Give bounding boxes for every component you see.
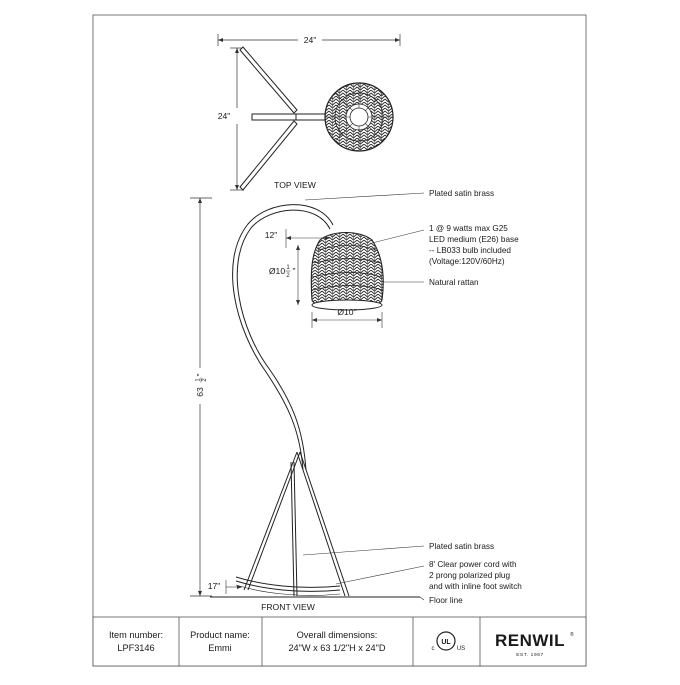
ul-mark-us: US — [457, 646, 465, 652]
brand-logo: RENWIL ® EST. 1967 — [495, 631, 574, 658]
top-view-width-dimension: 24" — [217, 34, 401, 46]
callout-cord-line-1: 8' Clear power cord with — [429, 560, 517, 569]
arm-dimension: 12" — [265, 229, 330, 248]
product-name-value: Emmi — [208, 643, 231, 653]
callout-cord-line-2: 2 prong polarized plug — [429, 571, 510, 580]
shade-height-unit: " — [292, 266, 295, 276]
top-view-depth-label: 24" — [218, 111, 231, 121]
callout-shade-material: Natural rattan — [429, 278, 479, 287]
callout-cord-line-3: and with inline foot switch — [429, 582, 522, 591]
item-number-value: LPF3146 — [117, 643, 154, 653]
shade-height-frac-den: 2 — [286, 273, 290, 279]
brand-registered: ® — [570, 631, 574, 638]
product-name-label: Product name: — [190, 630, 250, 640]
ul-mark-c: c — [432, 646, 435, 652]
front-view-height-dimension: 63 1 2 " — [190, 197, 212, 597]
top-view-depth-dimension: 24" — [218, 47, 244, 191]
lamp-arc-pole — [232, 204, 334, 471]
callout-floor-line: Floor line — [429, 596, 463, 605]
shade-height-dimension: Ø10 1 2 " — [269, 245, 300, 305]
brand-established: EST. 1967 — [516, 652, 544, 658]
height-dim-unit: " — [195, 373, 205, 376]
callouts: Plated satin brass 1 @ 9 watts max G25 L… — [302, 189, 522, 605]
callout-bulb-line-1: 1 @ 9 watts max G25 — [429, 224, 508, 233]
title-block: Item number: LPF3146 Product name: Emmi … — [92, 616, 587, 667]
callout-leader-finish-top — [304, 192, 425, 201]
callout-leader-cord — [335, 565, 425, 585]
ul-listing-mark: UL c US — [432, 631, 465, 652]
base-dimension: 17" — [208, 580, 242, 594]
shade-diameter-label: Ø10" — [337, 307, 356, 317]
top-view-shade — [324, 82, 394, 152]
top-view: 24" 24" — [217, 34, 401, 191]
height-dim-frac-den: 2 — [202, 378, 208, 382]
item-number-label: Item number: — [109, 630, 163, 640]
callout-bulb-line-4: (Voltage:120V/60Hz) — [429, 257, 505, 266]
shade-diameter-dimension: Ø10" — [311, 307, 383, 328]
top-view-tripod-legs — [239, 46, 331, 191]
lamp-shade — [310, 231, 384, 311]
ul-mark-text: UL — [441, 639, 451, 646]
callout-leader-floor — [419, 596, 425, 601]
base-dimension-label: 17" — [208, 581, 221, 591]
top-view-caption: TOP VIEW — [274, 180, 317, 190]
overall-dimensions-label: Overall dimensions: — [297, 630, 378, 640]
overall-dimensions-value: 24"W x 63 1/2"H x 24"D — [288, 643, 385, 653]
height-dim-main: 63 — [195, 387, 205, 397]
brand-name: RENWIL — [495, 631, 565, 650]
shade-height-frac-num: 1 — [286, 265, 290, 271]
front-view-caption: FRONT VIEW — [261, 602, 316, 612]
callout-leader-bulb — [371, 229, 425, 244]
callout-bulb-line-3: -- LB033 bulb included — [429, 246, 511, 255]
arm-dimension-label: 12" — [265, 230, 278, 240]
top-view-width-label: 24" — [304, 35, 317, 45]
lamp-tripod-legs — [243, 451, 350, 597]
shade-height-main: Ø10 — [269, 266, 285, 276]
height-dim-frac-num: 1 — [196, 378, 202, 382]
callout-finish-bottom: Plated satin brass — [429, 542, 494, 551]
lamp-foot — [235, 576, 341, 596]
callout-finish-top: Plated satin brass — [429, 189, 494, 198]
front-view: 63 1 2 " — [190, 197, 420, 612]
callout-bulb-line-2: LED medium (E26) base — [429, 235, 519, 244]
callout-leader-finish-bottom — [302, 545, 425, 556]
